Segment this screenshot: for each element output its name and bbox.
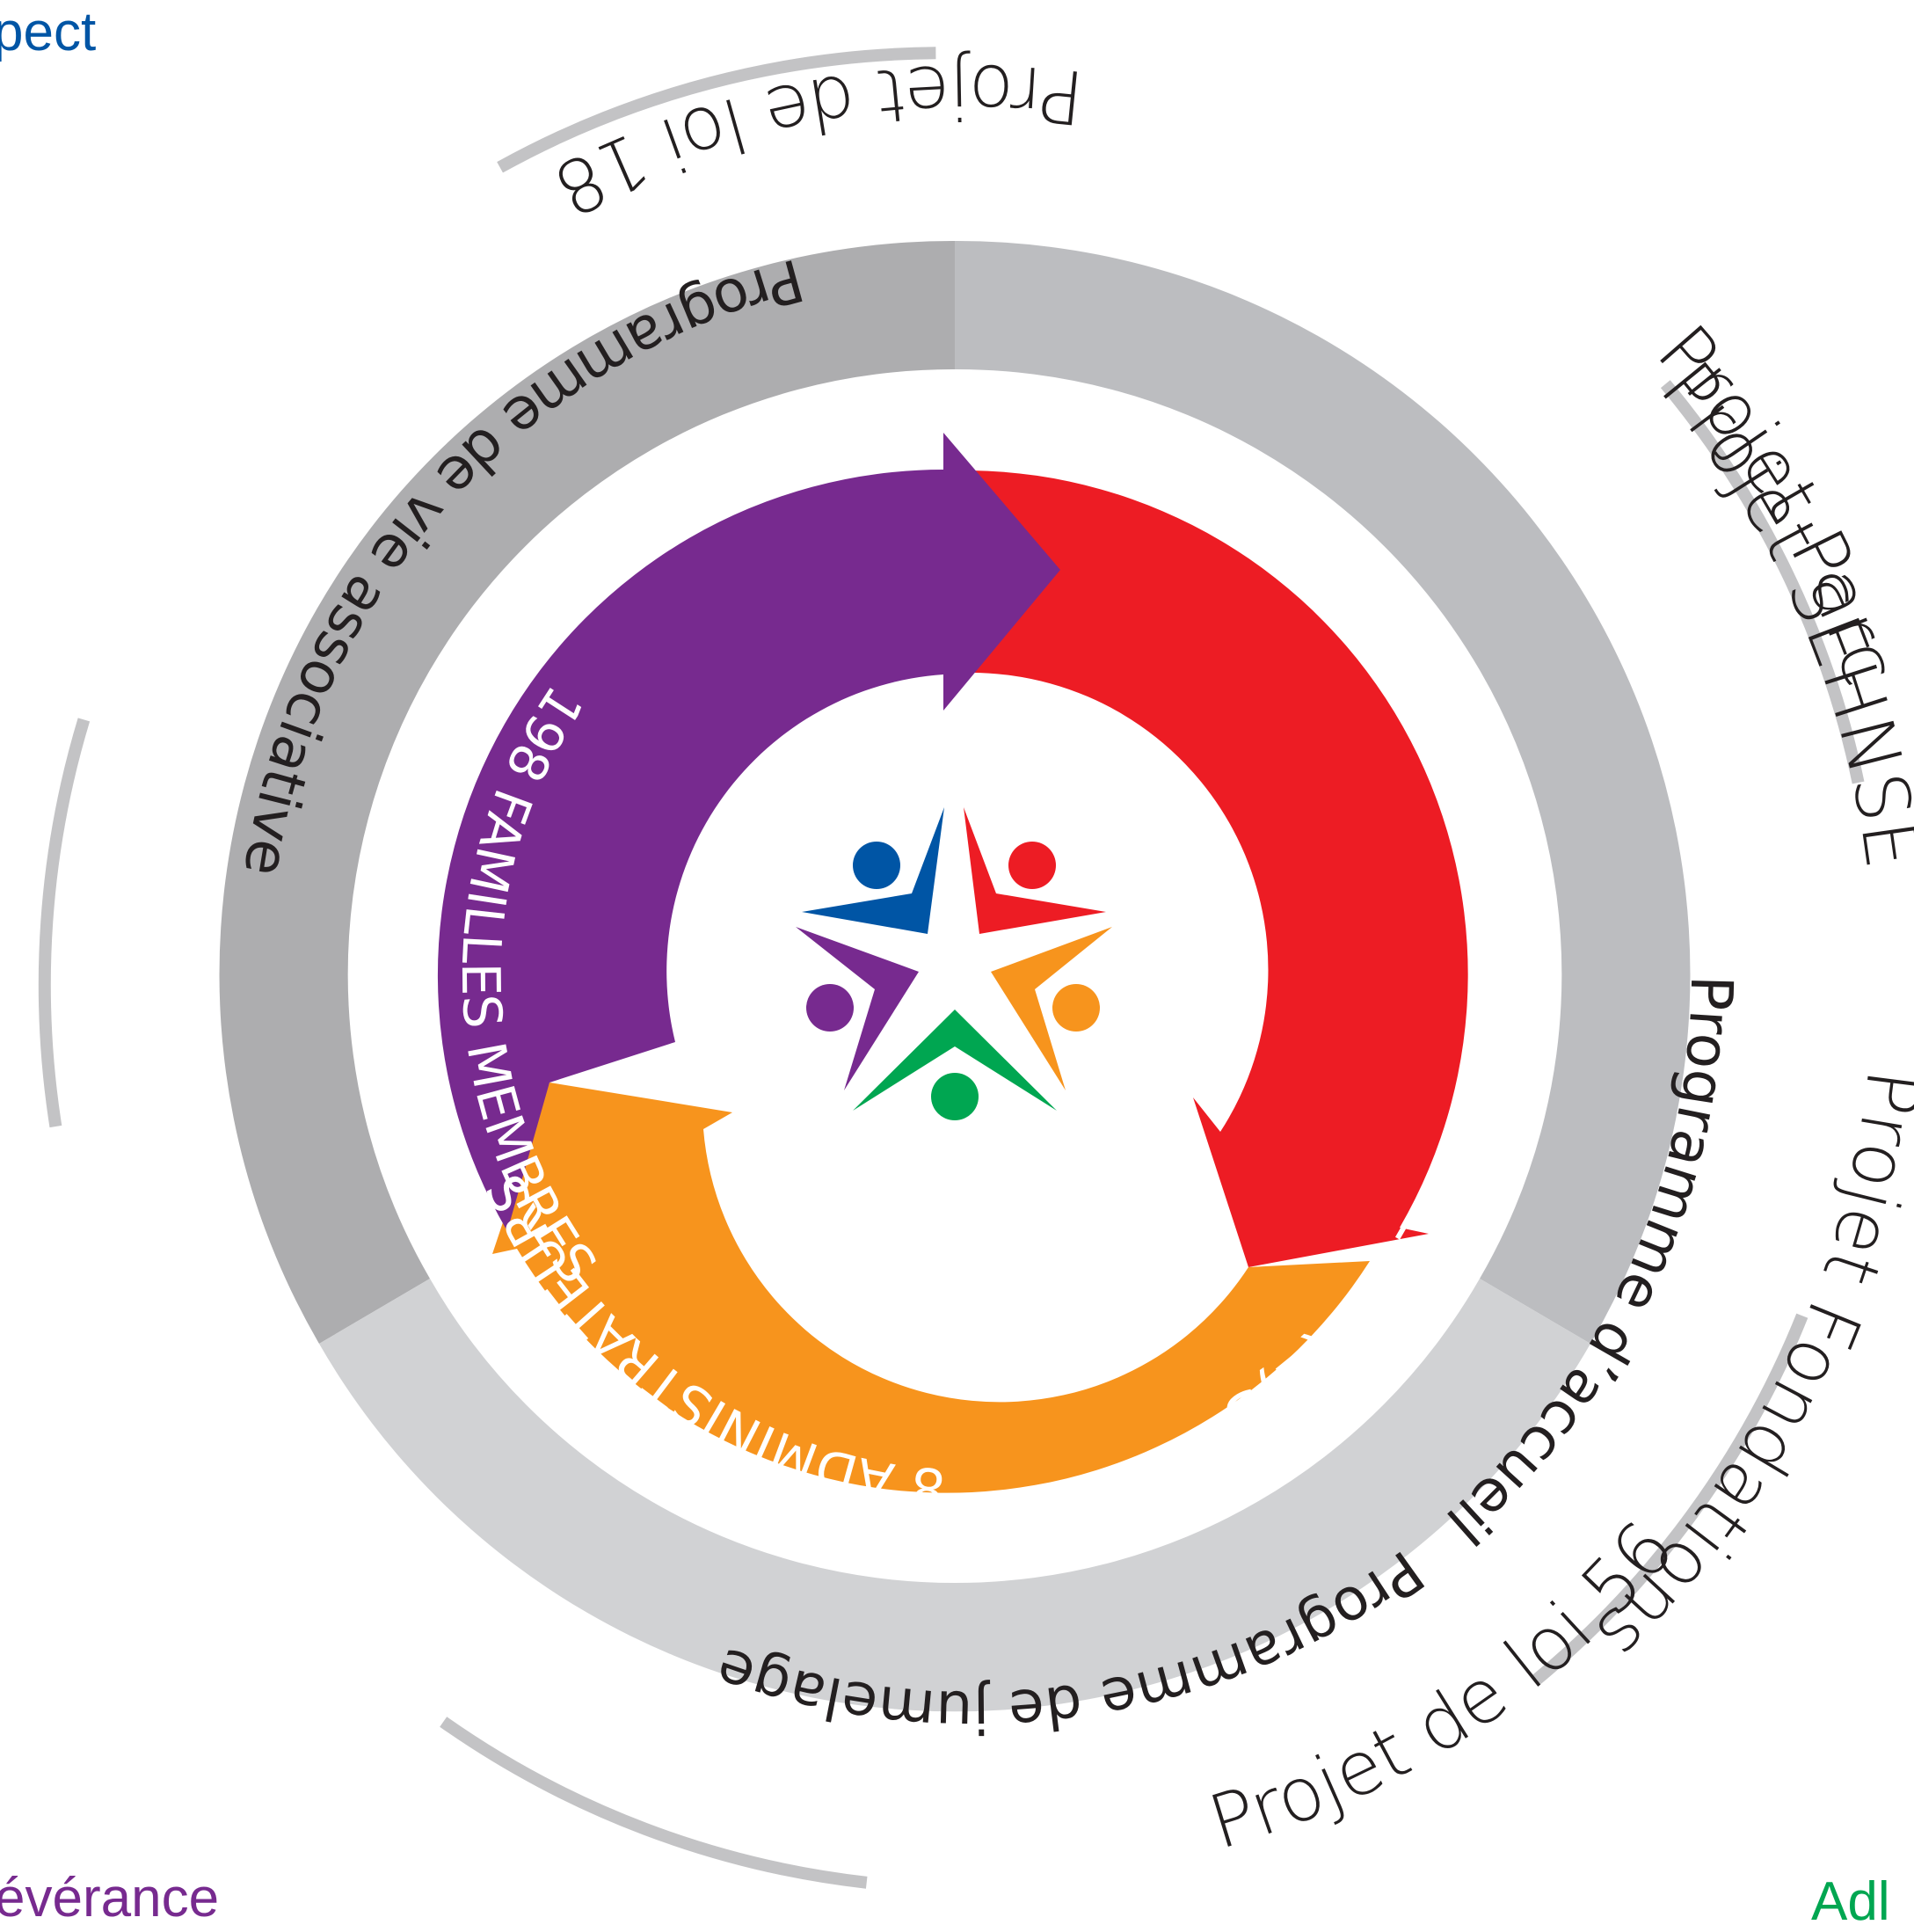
outer-ring-arc-left <box>38 718 91 1128</box>
logo-head-red <box>1008 842 1056 889</box>
program-segment-accueil <box>219 240 955 1344</box>
logo-star-purple <box>796 927 919 1090</box>
outer-ring-arc-bottom <box>440 1717 868 1889</box>
program-segment-vie-associative <box>319 1279 1590 1712</box>
outer-ring-arc-top <box>497 47 936 173</box>
logo-star-blue <box>802 807 944 934</box>
logo-head-purple <box>806 984 854 1032</box>
program-segment-jumelage <box>955 240 1691 1344</box>
project-label-loi18: Projet de loi 18 <box>541 48 1088 233</box>
logo-head-blue <box>853 842 900 889</box>
logo-star-green <box>853 1010 1057 1111</box>
logo-head-green <box>931 1073 979 1120</box>
outer-ring-arc-right-lower <box>1532 1313 1808 1685</box>
logo-star-red <box>964 807 1106 934</box>
outer-project-ring <box>38 47 1865 1889</box>
star-logo <box>796 807 1112 1120</box>
arrow-familles-membres <box>492 1083 1370 1493</box>
outer-ring-arc-right-upper <box>1660 380 1865 784</box>
logo-head-orange <box>1052 984 1100 1032</box>
arrow-employes <box>437 433 1060 1231</box>
cycle-arrows <box>437 433 1468 1493</box>
arrow-administrateurs <box>972 470 1468 1267</box>
corner-text-top-left: pect <box>0 2 97 62</box>
program-ring <box>219 240 1691 1712</box>
logo-star-orange <box>991 927 1112 1090</box>
